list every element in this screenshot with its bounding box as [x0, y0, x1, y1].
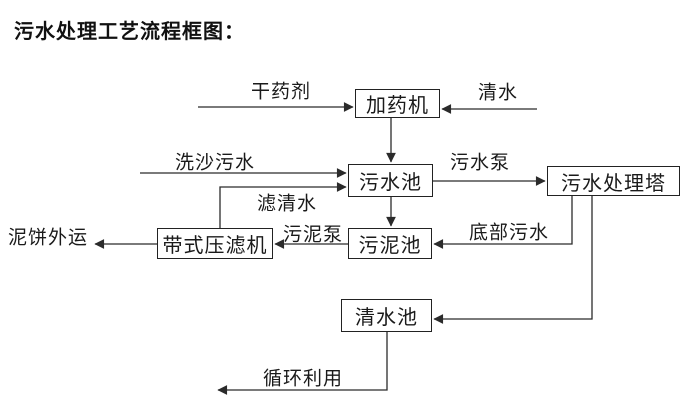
page-title: 污水处理工艺流程框图：: [14, 19, 245, 43]
label-sludge-pump: 污泥泵: [282, 223, 344, 246]
node-dosing-machine: 加药机: [355, 89, 440, 118]
label-dry-chemical: 干药剂: [250, 80, 312, 103]
connector-tower-bottom-sewage-to-sludge: [433, 196, 573, 249]
connector-clean-pool-to-recycle: [217, 332, 388, 395]
label-bottom-sewage: 底部污水: [468, 221, 550, 244]
label-mud-cake-shipped-out: 泥饼外运: [7, 226, 89, 249]
label-filtered-water: 滤清水: [256, 192, 318, 215]
label-recycle-reuse: 循环利用: [262, 367, 344, 390]
node-sewage-treatment-tower: 污水处理塔: [547, 166, 680, 196]
node-sludge-pool: 污泥池: [348, 228, 432, 259]
label-clean-water: 清水: [477, 81, 519, 104]
label-sewage-pump: 污水泵: [449, 151, 511, 174]
node-belt-filter-press: 带式压滤机: [157, 228, 273, 259]
connectors: [94, 102, 593, 395]
connector-tower-to-clean-water-pool: [433, 196, 593, 324]
node-sewage-pool: 污水池: [348, 164, 433, 197]
node-clean-water-pool: 清水池: [341, 299, 432, 332]
label-sand-washing-sewage: 洗沙污水: [174, 151, 256, 174]
connector-filtered-water-into-sewage-pool: [219, 182, 347, 228]
